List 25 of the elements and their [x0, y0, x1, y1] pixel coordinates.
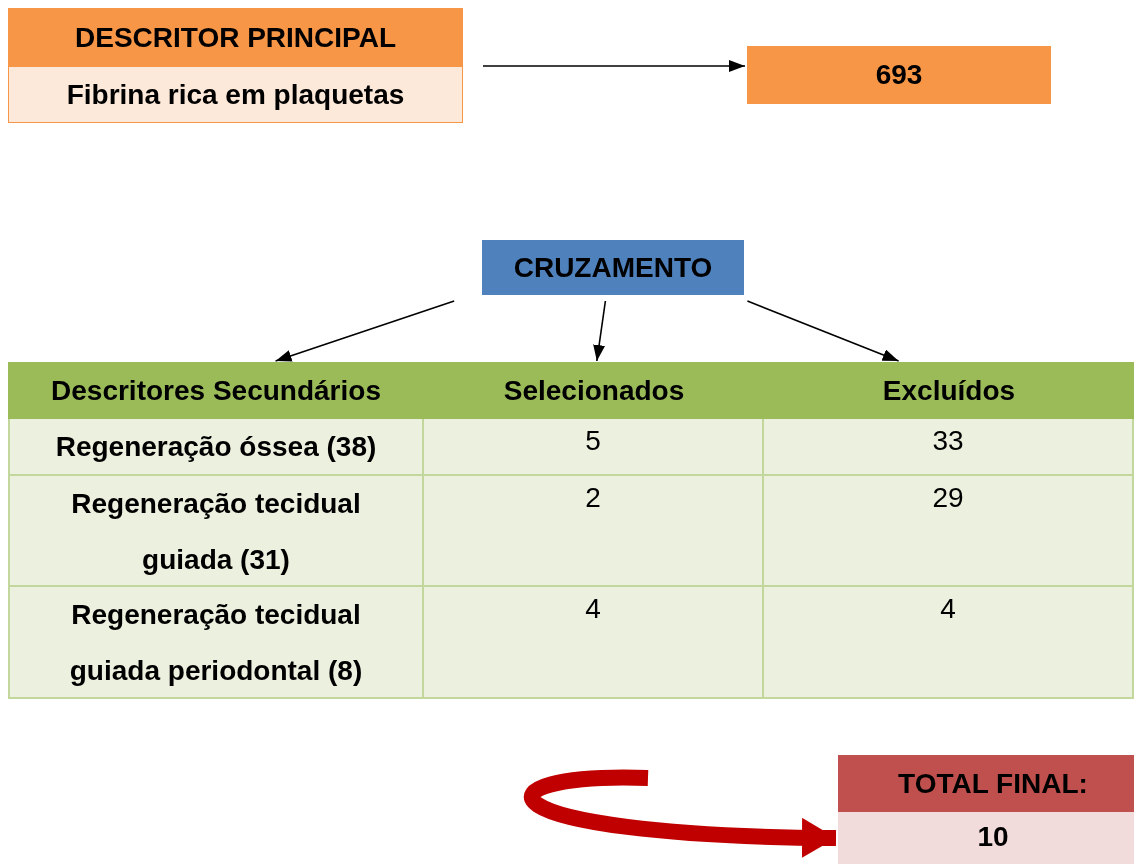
table-cell: 5 — [424, 419, 764, 476]
table-cell: 33 — [764, 419, 1134, 476]
table-cell: 4 — [764, 587, 1134, 699]
table-header-cell: Descritores Secundários — [8, 362, 424, 419]
arrow — [482, 60, 746, 72]
crossing-box: CRUZAMENTO — [482, 240, 744, 295]
table-header-cell: Excluídos — [764, 362, 1134, 419]
box-heading: TOTAL FINAL: — [838, 755, 1134, 812]
table-cell: 29 — [764, 476, 1134, 587]
table-header-cell: Selecionados — [424, 362, 764, 419]
descriptor-box — [8, 8, 463, 123]
table-cell: 2 — [424, 476, 764, 587]
curved-arrow — [524, 769, 837, 858]
table-cell: Regeneração óssea (38) — [8, 419, 424, 476]
box-text: 10 — [976, 820, 1010, 854]
table-cell: Regeneração tecidual guiada (31) — [8, 476, 424, 587]
table-cell: Regeneração tecidual guiada periodontal (8) — [8, 587, 424, 699]
arrow — [593, 300, 607, 362]
box-text: Fibrina rica em plaquetas — [65, 78, 406, 112]
table-cell: 4 — [424, 587, 764, 699]
total-box — [838, 755, 1134, 864]
arrow — [746, 300, 900, 362]
box-heading: DESCRITOR PRINCIPAL — [9, 9, 462, 67]
arrow — [274, 300, 455, 362]
count-box: 693 — [747, 46, 1051, 104]
